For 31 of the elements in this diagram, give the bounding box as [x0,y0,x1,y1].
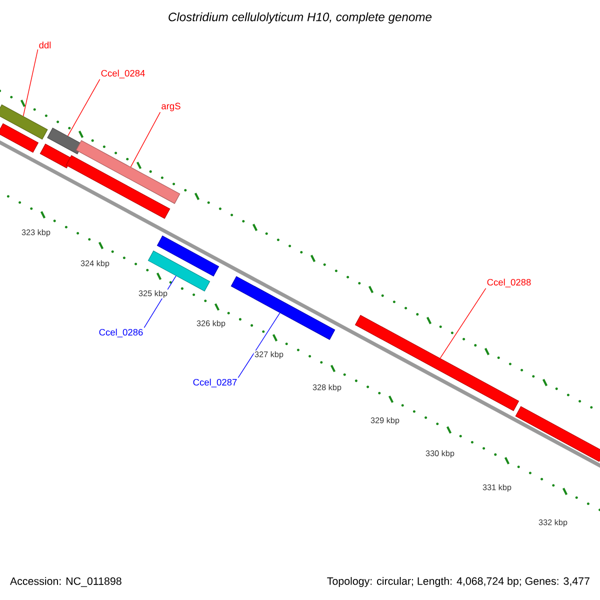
gene-label: Ccel_0287 [193,378,237,388]
accession-text: Accession: NC_011898 [10,577,122,587]
tick-label: 325 kbp [138,290,168,298]
leader-line [130,112,161,168]
gene-bar [515,406,600,462]
gene-bar [0,104,48,140]
leader-line [22,49,38,116]
tick-label: 328 kbp [312,384,342,392]
gene-bar [148,250,210,292]
leader-line [68,78,100,136]
tick-label: 330 kbp [424,450,456,458]
leader-line [238,312,280,378]
gene-label: Ccel_0284 [101,70,145,78]
gene-label: argS [162,102,180,112]
title: Clostridium cellulolyticum H10, complete genome [168,12,432,24]
gene-bar [40,144,72,168]
tick-label: 332 kbp [538,518,568,528]
gene-bar [66,155,170,219]
leader-line [440,288,486,358]
gene-label: ddl [39,42,51,48]
gene-bar [76,140,180,204]
gene-bar [47,128,83,154]
gene-label: Ccel_0288 [487,278,531,288]
genome-info-text: Topology: circular; Length: 4,068,724 bp; Genes: 3,477 [327,577,590,587]
tick-label: 323 kbp [20,228,52,238]
gene-bar [156,236,220,276]
tick-label: 327 kbp [254,350,284,360]
gene-label: Ccel_0286 [99,328,143,338]
gene-bar [230,276,336,340]
tick-label: 324 kbp [80,260,110,268]
tick-label: 331 kbp [482,484,512,492]
